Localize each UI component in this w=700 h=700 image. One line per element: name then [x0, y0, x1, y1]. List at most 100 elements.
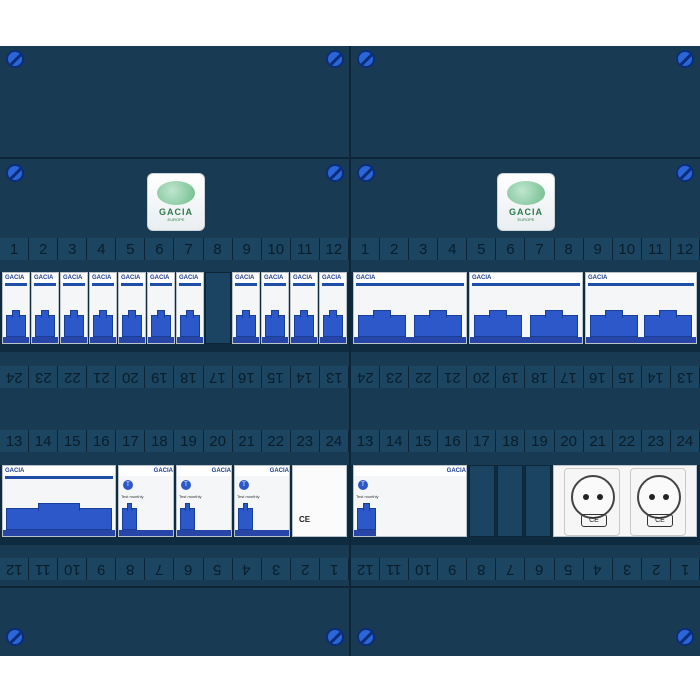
position-number: 11 — [380, 558, 410, 580]
position-number: 14 — [380, 430, 410, 452]
power-socket[interactable]: CE — [630, 468, 686, 536]
breaker-toggle[interactable] — [236, 310, 256, 337]
power-socket[interactable]: CE — [564, 468, 620, 536]
test-button[interactable]: T — [358, 480, 368, 490]
breaker-stripe — [5, 476, 113, 479]
position-number: 19 — [525, 430, 555, 452]
rcd-stripe — [588, 283, 694, 286]
position-number: 3 — [612, 558, 642, 580]
position-number: 9 — [583, 238, 613, 260]
position-number: 7 — [174, 238, 204, 260]
rcbo-toggle[interactable] — [180, 503, 195, 530]
position-number: 20 — [554, 430, 584, 452]
rcbo-toggle[interactable] — [122, 503, 137, 530]
position-number: 6 — [525, 558, 555, 580]
position-number: 8 — [554, 238, 584, 260]
circuit-breaker[interactable]: GACIA — [2, 272, 30, 344]
rcd-toggle[interactable] — [590, 310, 638, 337]
position-number: 22 — [58, 366, 88, 388]
position-number: 19 — [496, 366, 526, 388]
position-number: 20 — [467, 366, 497, 388]
position-number: 6 — [174, 558, 204, 580]
breaker-toggle[interactable] — [414, 310, 462, 337]
rcd-toggle[interactable] — [474, 310, 522, 337]
circuit-breaker-group[interactable]: GACIA — [2, 465, 116, 537]
breaker-toggle[interactable] — [122, 310, 142, 337]
breaker-toggle[interactable] — [323, 310, 343, 337]
position-number: 14 — [29, 430, 59, 452]
rcd-brand: GACIA — [354, 466, 466, 476]
circuit-breaker[interactable]: GACIA — [176, 272, 204, 344]
test-button[interactable]: T — [239, 480, 249, 490]
position-number: 5 — [467, 238, 497, 260]
breaker-toggle[interactable] — [265, 310, 285, 337]
circuit-breaker[interactable]: GACIA — [232, 272, 260, 344]
circuit-breaker[interactable]: GACIA — [319, 272, 347, 344]
test-button[interactable]: T — [123, 480, 133, 490]
rcd-module[interactable]: GACIA — [585, 272, 697, 344]
rcd-toggle[interactable] — [358, 310, 406, 337]
breaker-toggle[interactable] — [530, 310, 578, 337]
position-number: 2 — [290, 558, 320, 580]
screw-icon — [676, 50, 694, 68]
breaker-base — [177, 337, 203, 343]
test-button[interactable]: T — [181, 480, 191, 490]
circuit-breaker[interactable]: GACIA — [290, 272, 318, 344]
breaker-brand: GACIA — [3, 273, 29, 283]
position-number: 9 — [87, 558, 117, 580]
screw-icon — [357, 164, 375, 182]
position-number: 17 — [554, 366, 584, 388]
breaker-toggle[interactable] — [6, 310, 26, 337]
blank-cover — [525, 465, 551, 537]
position-number: 14 — [641, 366, 671, 388]
position-number: 12 — [0, 558, 30, 580]
rcbo-toggle[interactable] — [238, 503, 253, 530]
circuit-breaker[interactable]: GACIA — [261, 272, 289, 344]
position-number: 23 — [641, 430, 671, 452]
position-number: 20 — [116, 366, 146, 388]
breaker-stripe — [293, 283, 315, 286]
breaker-brand: GACIA — [320, 273, 346, 283]
position-number: 13 — [319, 366, 349, 388]
breaker-toggle[interactable] — [6, 503, 112, 530]
ce-mark: CE — [581, 514, 607, 527]
circuit-breaker[interactable]: GACIA — [60, 272, 88, 344]
circuit-breaker[interactable]: GACIA — [118, 272, 146, 344]
screw-icon — [326, 50, 344, 68]
position-number: 15 — [261, 366, 291, 388]
breaker-toggle[interactable] — [644, 310, 692, 337]
row-number-strip: 1 2 3 4 5 6 7 8 9 10 11 12 — [0, 238, 349, 260]
rcd-module[interactable]: GACIA — [469, 272, 583, 344]
position-number: 24 — [351, 366, 381, 388]
rcbo-brand: GACIA — [177, 466, 231, 476]
breaker-toggle[interactable] — [294, 310, 314, 337]
breaker-toggle[interactable] — [151, 310, 171, 337]
breaker-toggle[interactable] — [64, 310, 84, 337]
breaker-brand: GACIA — [177, 273, 203, 283]
rcbo-brand: GACIA — [119, 466, 173, 476]
breaker-toggle[interactable] — [93, 310, 113, 337]
rcd-module[interactable]: GACIA — [353, 272, 467, 344]
breaker-stripe — [264, 283, 286, 286]
breaker-toggle[interactable] — [180, 310, 200, 337]
rcd-toggle[interactable] — [357, 503, 376, 530]
breaker-toggle[interactable] — [35, 310, 55, 337]
position-number: 11 — [641, 238, 671, 260]
circuit-breaker[interactable]: GACIA — [147, 272, 175, 344]
screw-icon — [6, 628, 24, 646]
circuit-breaker[interactable]: GACIA — [31, 272, 59, 344]
rcd-brand: GACIA — [586, 273, 696, 283]
position-number: 10 — [612, 238, 642, 260]
position-number: 14 — [290, 366, 320, 388]
circuit-breaker[interactable]: GACIA — [89, 272, 117, 344]
power-supply-module: CE — [292, 465, 347, 537]
position-number: 18 — [496, 430, 526, 452]
row-number-strip: 13 14 15 16 17 18 19 20 21 22 23 24 — [351, 430, 700, 452]
position-number: 1 — [670, 558, 700, 580]
position-number: 1 — [0, 238, 30, 260]
